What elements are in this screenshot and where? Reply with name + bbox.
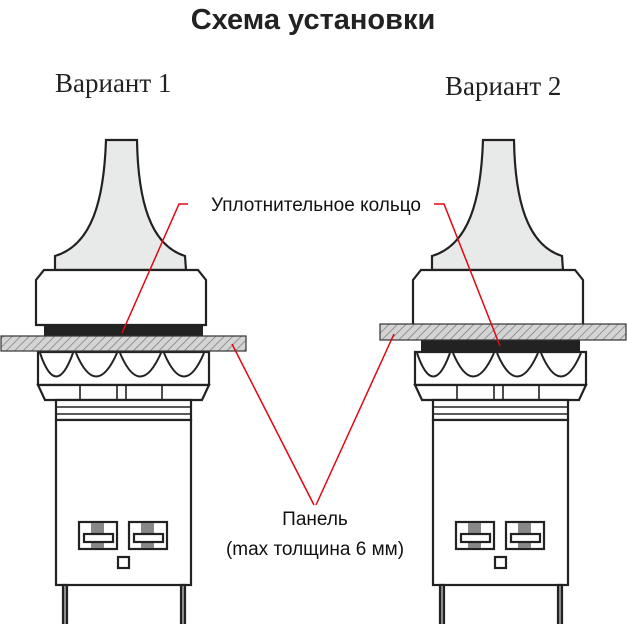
switch-variant-1 (0, 138, 247, 624)
panel-thickness-note: (max толщина 6 мм) (226, 539, 404, 560)
seal-ring-label: Уплотнительное кольцо (211, 195, 421, 216)
variant-2-label: Вариант 2 (445, 71, 561, 101)
variant-1-label: Вариант 1 (55, 68, 171, 98)
mounting-panel (0, 335, 247, 352)
mounting-panel (379, 323, 627, 341)
leader-lines (121, 203, 501, 506)
diagram-title: Схема установки (191, 4, 436, 36)
panel-label: Панель (282, 509, 348, 530)
